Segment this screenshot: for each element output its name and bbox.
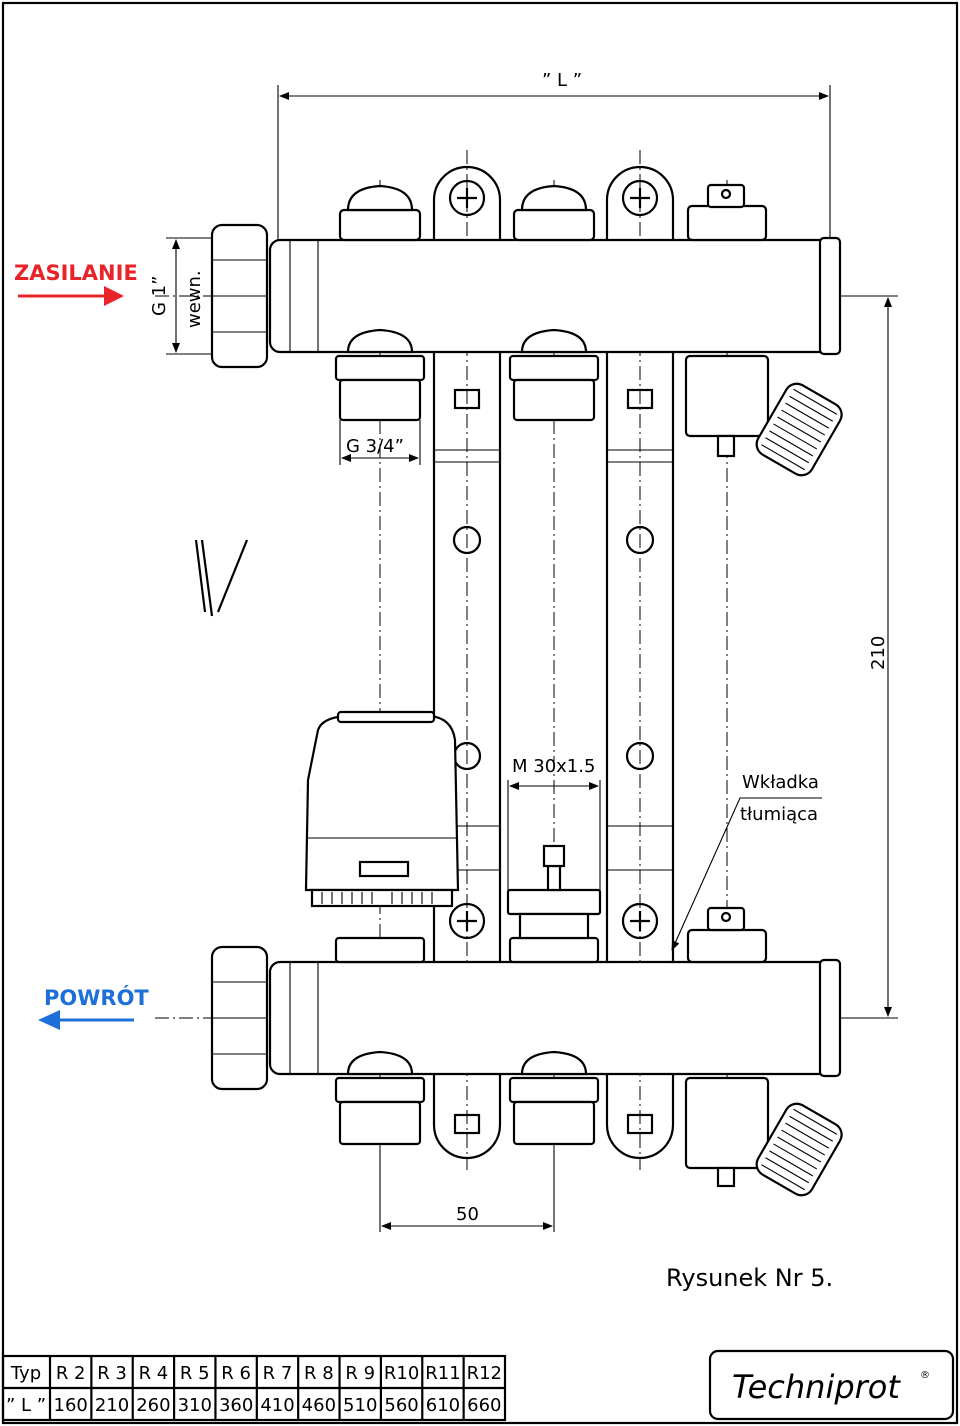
table-type-cell: R 5 [180, 1363, 210, 1384]
dimension-lines [166, 85, 898, 1232]
row-header-type: Typ [10, 1363, 41, 1384]
table-length-cell: 160 [54, 1395, 88, 1416]
return-valves-bottom [334, 1050, 843, 1197]
dim-length-label: ” L ” [542, 70, 582, 91]
table-type-cell: R 3 [97, 1363, 127, 1384]
dim-spacing-label: 50 [456, 1204, 479, 1225]
table-length-cell: 210 [95, 1395, 129, 1416]
table-type-cell: R 2 [56, 1363, 86, 1384]
thread-g1-label: G 1” [149, 276, 170, 316]
thermal-actuator [194, 539, 460, 908]
brand-logo: Techniprot ® [708, 1349, 955, 1421]
supply-valve-caps-top [338, 183, 768, 242]
table-length-cell: 410 [260, 1395, 294, 1416]
thread-m30-label: M 30x1.5 [512, 756, 595, 777]
type-table: R 2 160 R 3 210 R 4 260 R 5 310 R 6 360 R 7 410 R 8 4… [1, 1354, 507, 1422]
table-type-cell: R 7 [263, 1363, 293, 1384]
table-type-cell: R 8 [304, 1363, 334, 1384]
table-type-cell: R12 [467, 1363, 502, 1384]
return-arrow-icon [38, 1010, 134, 1030]
table-length-cell: 460 [302, 1395, 336, 1416]
table-length-cell: 660 [467, 1395, 501, 1416]
thread-g34-label: G 3/4” [346, 436, 404, 457]
table-length-cell: 510 [343, 1395, 377, 1416]
table-type-cell: R 6 [221, 1363, 251, 1384]
registered-mark: ® [920, 1370, 930, 1381]
supply-arrow-icon [18, 286, 124, 306]
table-type-cell: R11 [425, 1363, 460, 1384]
supply-label: ZASILANIE [14, 261, 138, 285]
table-length-cell: 260 [136, 1395, 170, 1416]
table-type-cell: R 9 [345, 1363, 375, 1384]
table-length-cell: 310 [178, 1395, 212, 1416]
insert-label-line1: Wkładka [742, 772, 819, 793]
table-type-cell: R 4 [139, 1363, 169, 1384]
supply-manifold-bar [210, 223, 842, 369]
return-valves-top [334, 844, 768, 964]
figure-caption: Rysunek Nr 5. [666, 1264, 833, 1292]
dim-height-label: 210 [868, 636, 889, 670]
row-header-length: ” L ” [6, 1395, 46, 1416]
supply-valve-bodies-bottom [334, 328, 843, 477]
table-length-cell: 560 [384, 1395, 418, 1416]
table-length-cell: 360 [219, 1395, 253, 1416]
thread-g1-note: wewn. [184, 270, 205, 328]
table-type-cell: R10 [384, 1363, 419, 1384]
insert-label-line2: tłumiąca [740, 804, 818, 825]
table-length-cell: 610 [426, 1395, 460, 1416]
return-label: POWRÓT [44, 985, 149, 1010]
brand-name: Techniprot [732, 1368, 901, 1406]
